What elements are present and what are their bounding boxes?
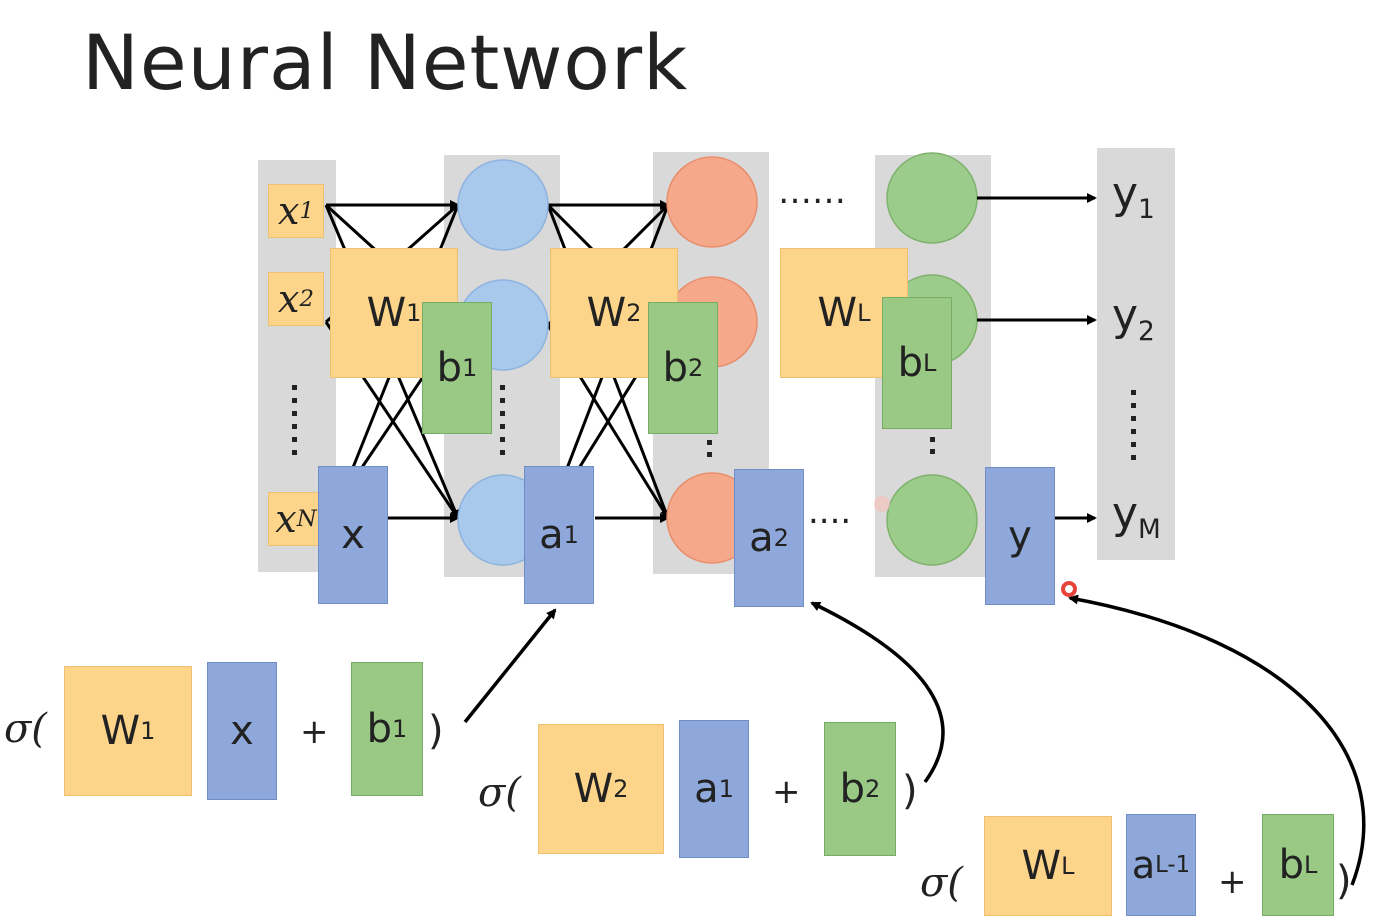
eq1-plus: + <box>300 712 329 752</box>
page-title: Neural Network <box>82 18 689 107</box>
neuron-lL-1 <box>886 152 978 244</box>
output-arrows <box>977 193 1097 523</box>
neuron-l1-1 <box>457 159 549 251</box>
eq2-plus: + <box>772 772 801 812</box>
eq3-sigma: σ( <box>920 860 963 906</box>
neuron-lL-n <box>886 474 978 566</box>
eq1-sigma: σ( <box>4 706 47 752</box>
equation-arrows <box>463 594 1366 886</box>
output-y1: y1 <box>1112 168 1155 225</box>
eq3-plus: + <box>1218 862 1247 902</box>
output-band <box>1097 148 1175 560</box>
output-yM: yM <box>1112 488 1161 545</box>
eq1-close: ) <box>428 708 444 754</box>
output-y2: y2 <box>1112 290 1155 347</box>
cursor-dot-icon <box>1061 581 1077 597</box>
eq2-sigma: σ( <box>478 770 521 816</box>
eq1-vector: x <box>207 662 277 800</box>
vector-y: y <box>985 467 1055 605</box>
neuron-l2-1 <box>666 156 758 248</box>
eq3-close: ) <box>1336 858 1352 904</box>
vector-x: x <box>318 466 388 604</box>
layer-dots-bottom: .... <box>808 492 852 532</box>
cursor-ghost-icon <box>874 496 890 512</box>
eq2-close: ) <box>902 768 918 814</box>
layer-dots-top: …… <box>778 172 846 212</box>
vertical-dots <box>292 385 1136 460</box>
